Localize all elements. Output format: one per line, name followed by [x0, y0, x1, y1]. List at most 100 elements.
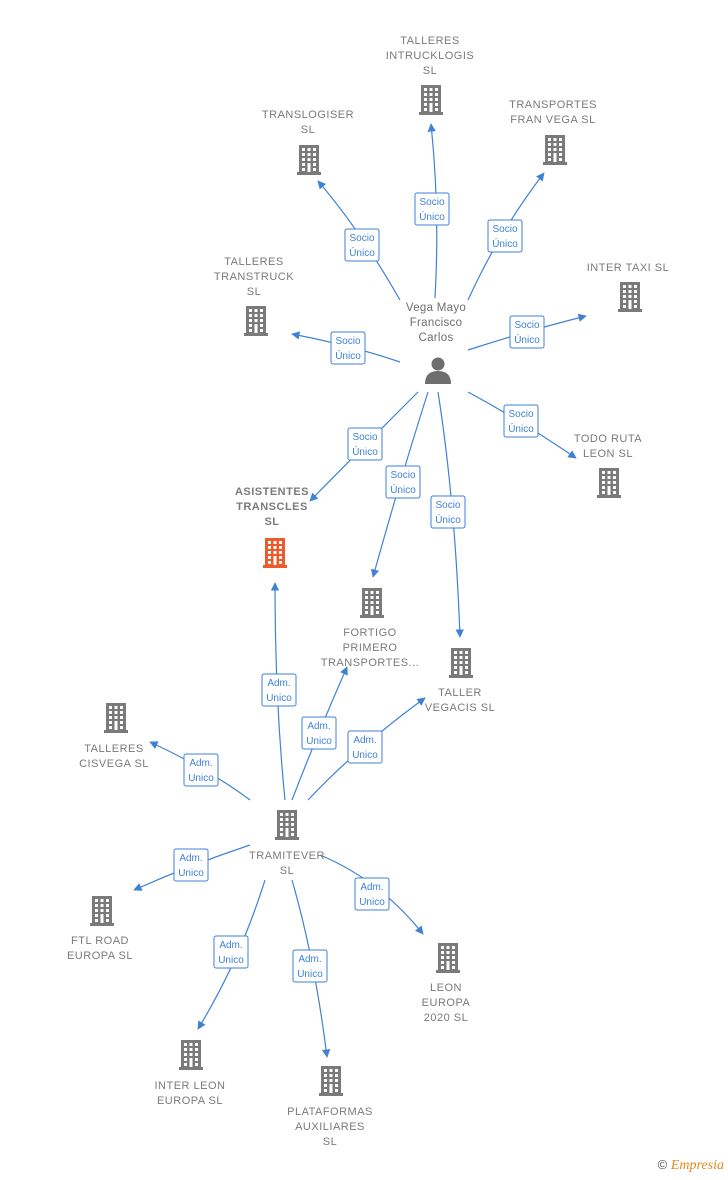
node-label-line: ASISTENTES: [235, 486, 309, 498]
building-window: [602, 486, 605, 489]
building-window: [435, 88, 438, 91]
building-icon-asistentes_transcles[interactable]: [263, 538, 287, 568]
building-window: [254, 319, 258, 322]
building-icon-translogiser[interactable]: [297, 145, 321, 175]
edge-label-box: [347, 730, 383, 764]
edge-label-text: Único: [352, 445, 378, 458]
building-window: [273, 541, 277, 544]
edge-label-tramitever-to-taller_vegacis[interactable]: Adm.Unico: [347, 730, 383, 764]
building-window: [602, 476, 605, 479]
building-icon-transportes_fran_vega[interactable]: [543, 135, 567, 165]
edge-label-text: Socio: [435, 500, 460, 511]
building-icon-leon_europa_2020[interactable]: [436, 943, 460, 973]
building-window: [607, 486, 611, 489]
building-window: [329, 1074, 333, 1077]
building-window: [548, 143, 551, 146]
building-window: [100, 909, 104, 912]
building-window: [435, 93, 438, 96]
edge-label-tramitever-to-fortigo[interactable]: Adm.Unico: [301, 716, 337, 750]
building-window: [307, 163, 311, 166]
building-window: [291, 828, 294, 831]
building-window: [623, 290, 626, 293]
building-window: [254, 324, 258, 327]
building-window: [553, 143, 557, 146]
building-window: [280, 818, 283, 821]
building-window: [465, 656, 468, 659]
building-window: [302, 168, 305, 171]
building-window: [441, 966, 444, 969]
building-icon-taller_vegacis[interactable]: [449, 648, 473, 678]
building-door: [100, 917, 104, 923]
building-window: [114, 711, 118, 714]
edge-label-box: [354, 877, 390, 911]
building-window: [628, 300, 632, 303]
building-window: [313, 168, 316, 171]
node-label-line: Carlos: [418, 332, 453, 344]
brand-logo[interactable]: Empresia: [670, 1158, 724, 1173]
edge-label-tramitever-to-leon_europa_2020[interactable]: Adm.Unico: [354, 877, 390, 911]
building-window: [95, 899, 98, 902]
building-icon-plataformas_auxiliares[interactable]: [319, 1066, 343, 1096]
building-icon-talleres_cisvega[interactable]: [104, 703, 128, 733]
building-window: [189, 1043, 193, 1046]
edge-label-tramitever-to-asistentes_transcles[interactable]: Adm.Unico: [261, 673, 297, 707]
building-window: [114, 716, 118, 719]
building-window: [279, 561, 282, 564]
building-base: [319, 1093, 343, 1096]
building-window: [465, 651, 468, 654]
building-window: [365, 591, 368, 594]
edge-label-tramitever-to-talleres_cisvega[interactable]: Adm.Unico: [183, 753, 219, 787]
building-window: [553, 148, 557, 151]
building-window: [424, 93, 427, 96]
node-label-line: SL: [247, 286, 261, 298]
building-door: [273, 559, 277, 565]
building-window: [376, 591, 379, 594]
building-icon-ftl_road[interactable]: [90, 896, 114, 926]
building-icon-todo_ruta_leon[interactable]: [597, 468, 621, 498]
building-window: [291, 823, 294, 826]
building-window: [100, 914, 104, 917]
building-window: [109, 721, 112, 724]
building-icon-inter_taxi[interactable]: [618, 282, 642, 312]
building-window: [452, 946, 455, 949]
building-window: [424, 98, 427, 101]
building-window: [249, 319, 252, 322]
edge-label-text: Unico: [306, 736, 332, 747]
building-icon-talleres_transtruck[interactable]: [244, 306, 268, 336]
person-icon[interactable]: [425, 357, 451, 385]
building-window: [95, 909, 98, 912]
edge-label-tramitever-to-plataformas_auxiliares[interactable]: Adm.Unico: [292, 949, 328, 983]
building-icon-talleres_intrucklogis[interactable]: [419, 85, 443, 115]
building-window: [424, 88, 427, 91]
building-window: [370, 601, 374, 604]
building-window: [613, 471, 616, 474]
building-window: [329, 1069, 333, 1072]
edge-label-tramitever-to-inter_leon_europa[interactable]: Adm.Unico: [213, 935, 249, 969]
edge-label-tramitever-to-ftl_road[interactable]: Adm.Unico: [173, 848, 209, 882]
building-icon-inter_leon_europa[interactable]: [179, 1040, 203, 1070]
building-window: [195, 1058, 198, 1061]
node-label-line: SL: [280, 865, 294, 877]
building-window: [335, 1079, 338, 1082]
building-door: [607, 489, 611, 495]
building-icon-fortigo[interactable]: [360, 588, 384, 618]
building-base: [618, 309, 642, 312]
node-label-line: TALLER: [438, 687, 482, 699]
edge-label-box: [301, 716, 337, 750]
building-window: [184, 1043, 187, 1046]
building-base: [449, 675, 473, 678]
building-icon-tramitever[interactable]: [275, 810, 299, 840]
building-window: [634, 295, 637, 298]
node-label-line: FRAN VEGA SL: [510, 114, 595, 126]
